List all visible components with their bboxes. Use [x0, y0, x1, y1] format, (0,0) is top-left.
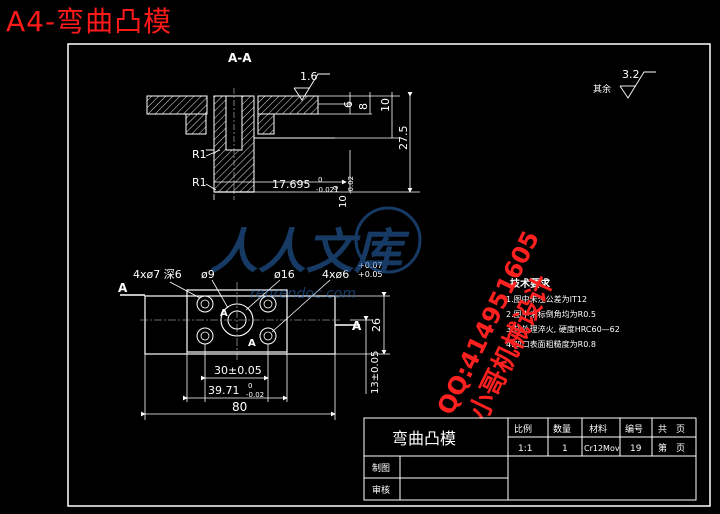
dim-30: 30±0.05: [214, 364, 262, 377]
dim-17-695-tol-top: 0: [318, 176, 322, 184]
roughness-symbol-main: [293, 73, 330, 101]
drawing-title-banner: A4-弯曲凸模: [6, 5, 173, 38]
tech-item-1: 1.图中未注公差为IT12: [506, 294, 587, 304]
section-hatch-wall-left: [185, 113, 207, 135]
plan-dimensions: [141, 279, 390, 420]
dim-39-71-tol-bot: -0.02: [246, 391, 264, 399]
pin-hole-br: [263, 331, 273, 341]
label-phi16: ø16: [274, 268, 295, 281]
title-block: [363, 417, 697, 501]
dim-39-71-tol-top: 0: [248, 382, 252, 390]
counterbore-hole-bl: [196, 327, 214, 345]
tb-sheet-total: 共 页: [658, 424, 685, 435]
view-marker-a-hole2: A: [248, 338, 256, 349]
tb-header-number: 编号: [625, 423, 643, 435]
view-marker-a-left: A: [118, 281, 128, 295]
tech-item-3: 3.热处理淬火, 硬度HRC60—62: [506, 324, 620, 334]
roughness-symbol-other: [619, 71, 656, 99]
label-pin-holes-tol-bot: +0.05: [358, 270, 383, 279]
view-marker-a-hole1: A: [220, 308, 228, 319]
pin-hole-bl: [200, 331, 210, 341]
section-dimensions: [213, 92, 420, 200]
dim-26: 26: [370, 318, 383, 332]
dim-13: 13±0.05: [370, 351, 381, 394]
dim-6: 6: [342, 101, 355, 108]
section-label: A-A: [228, 51, 252, 65]
tb-drawn-label: 制图: [372, 462, 390, 474]
tb-header-qty: 数量: [553, 423, 571, 435]
tech-heading: 技术要求: [510, 277, 551, 290]
tb-value-scale: 1:1: [518, 444, 532, 454]
radius-label-1: R1: [192, 148, 207, 161]
dim-17-695: 17.695: [272, 178, 311, 191]
tb-value-material: Cr12Mov: [584, 444, 620, 453]
section-hatch-wall-right: [257, 113, 275, 135]
drawing-frame: [67, 43, 711, 507]
view-marker-a-right: A: [352, 319, 362, 333]
section-hatch-right: [257, 95, 319, 115]
tb-header-material: 材料: [589, 423, 607, 435]
tech-requirements: 技术要求 1.图中未注公差为IT12 2.图中未标倒角均为R0.5 3.热处理淬…: [506, 277, 620, 349]
plan-view: [120, 282, 360, 360]
roughness-value-main: 1.6: [300, 70, 318, 83]
tech-item-4: 4.凹口表面粗糙度为R0.8: [506, 339, 596, 349]
tb-sheet-no: 第 页: [658, 442, 685, 454]
tb-value-qty: 1: [562, 444, 568, 454]
dim-8: 8: [357, 103, 370, 110]
tb-header-scale: 比例: [514, 423, 532, 435]
radius-label-2: R1: [192, 176, 207, 189]
section-view: [146, 88, 335, 200]
pin-hole-tl: [200, 299, 210, 309]
dim-10: 10: [379, 98, 392, 112]
label-counterbore-holes: 4xø7 深6: [133, 268, 182, 281]
tech-item-2: 2.图中未标倒角均为R0.5: [506, 309, 596, 319]
roughness-value-other: 3.2: [622, 68, 640, 81]
roughness-other-label: 其余: [593, 83, 611, 95]
counterbore-hole-tr: [259, 295, 277, 313]
tb-checked-label: 审核: [372, 484, 390, 496]
dim-39-71: 39.71: [208, 384, 240, 397]
watermark: 人人文库 renrendoc.com: [210, 206, 422, 302]
label-phi9: ø9: [201, 268, 215, 281]
label-pin-holes: 4xø6: [322, 268, 349, 281]
counterbore-hole-tl: [196, 295, 214, 313]
dim-10-vertical: 10: [338, 195, 349, 208]
pin-hole-tr: [263, 299, 273, 309]
watermark-sub: renrendoc.com: [250, 286, 356, 302]
tb-value-number: 19: [630, 444, 642, 454]
dim-27-5: 27.5: [397, 126, 410, 151]
dim-10-vertical-tol-top: 0: [332, 186, 340, 190]
section-hatch-left: [146, 95, 208, 115]
dim-80: 80: [232, 400, 247, 414]
dim-10-vertical-tol-bot: -0.02: [347, 176, 355, 194]
watermark-ring: [354, 206, 422, 274]
title-block-part-name: 弯曲凸模: [392, 429, 456, 448]
dim-17-695-tol-bot: -0.021: [316, 186, 339, 194]
